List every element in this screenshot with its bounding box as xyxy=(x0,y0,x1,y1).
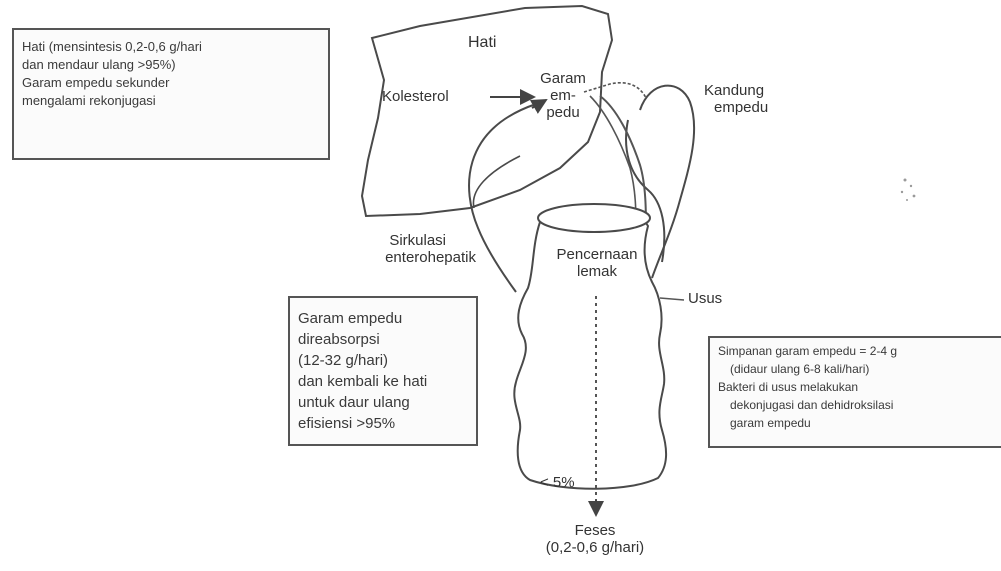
intestine-label: Usus xyxy=(688,290,722,307)
intestine-opening xyxy=(538,204,650,232)
speckle-mark xyxy=(901,179,916,202)
circulation-loop xyxy=(469,104,536,292)
enterohepatic-label: Sirkulasi enterohepatik xyxy=(338,232,476,266)
gallbladder-label: Kandung empedu xyxy=(704,82,768,116)
gallbladder-outline xyxy=(640,86,694,278)
bile-salt-label: Garam em- pedu xyxy=(540,70,586,121)
loss-label: < 5% xyxy=(540,474,575,491)
reabsorption-note-box: Garam empedu direabsorpsi (12-32 g/hari)… xyxy=(288,296,478,446)
pool-note-box: Simpanan garam empedu = 2-4 g (didaur ul… xyxy=(708,336,1001,448)
fat-digestion-label: Pencernaan lemak xyxy=(554,246,640,280)
liver-note-box: Hati (mensintesis 0,2-0,6 g/hari dan men… xyxy=(12,28,330,160)
cholesterol-label: Kolesterol xyxy=(382,88,449,105)
feces-label: Feses (0,2-0,6 g/hari) xyxy=(520,522,670,556)
liver-label: Hati xyxy=(468,34,496,51)
